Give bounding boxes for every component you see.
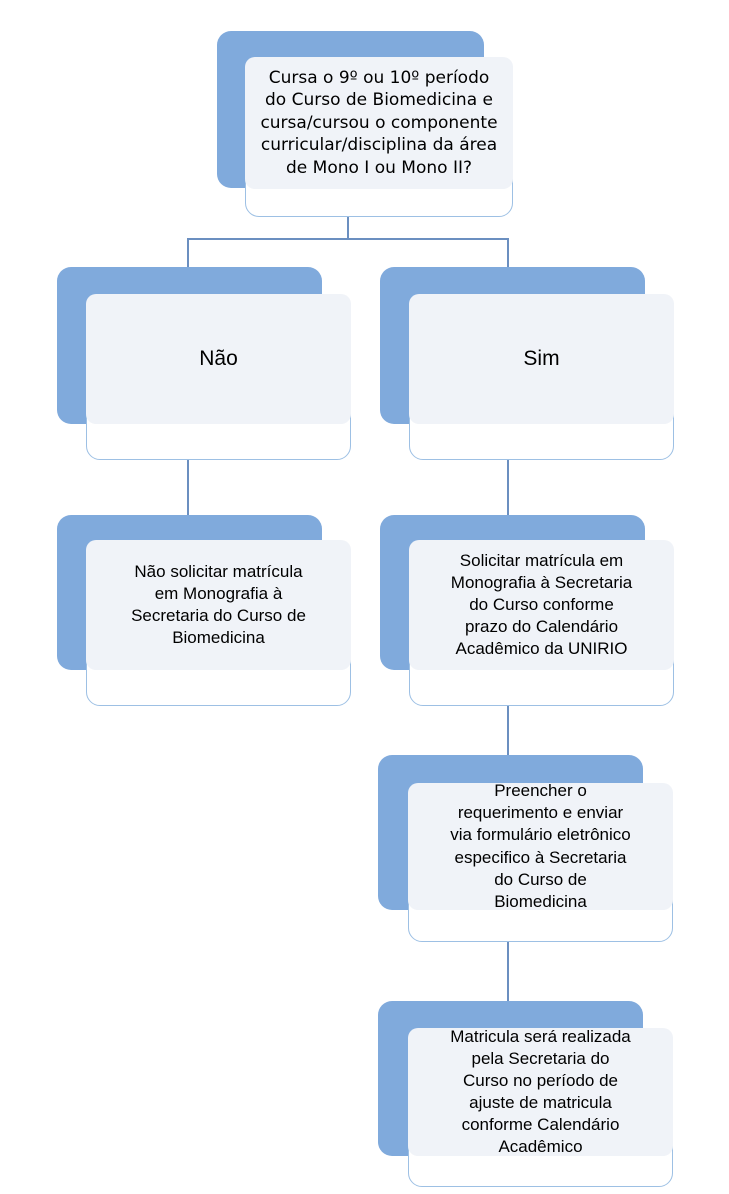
node-branch-sim[interactable]: Sim	[0, 0, 729, 470]
connector-sim-to-request	[507, 432, 509, 517]
connector-split-bar	[187, 238, 509, 240]
node-branch-sim-label: Sim	[523, 347, 560, 371]
node-step-request-fill: Solicitar matrícula em Monografia à Secr…	[409, 540, 674, 670]
node-outcome-nao-fill: Não solicitar matrícula em Monografia à …	[86, 540, 351, 670]
node-step-enrollment-fill: Matricula será realizada pela Secretaria…	[408, 1026, 673, 1157]
connector-form-to-enrollment	[507, 930, 509, 1002]
node-step-form[interactable]: Preencher o requerimento e enviar via fo…	[0, 0, 729, 965]
node-step-request-label: Solicitar matrícula em Monografia à Secr…	[450, 550, 633, 659]
node-step-request[interactable]: Solicitar matrícula em Monografia à Secr…	[0, 0, 729, 720]
node-step-enrollment-label: Matricula será realizada pela Secretaria…	[450, 1026, 631, 1157]
node-question-fill: Cursa o 9º ou 10º período do Curso de Bi…	[245, 57, 513, 189]
node-step-form-fill: Preencher o requerimento e enviar via fo…	[408, 781, 673, 911]
node-step-form-label: Preencher o requerimento e enviar via fo…	[450, 781, 631, 911]
node-branch-nao-label: Não	[199, 347, 238, 371]
node-branch-sim-fill: Sim	[409, 294, 674, 424]
node-branch-nao-fill: Não	[86, 294, 351, 424]
node-outcome-nao-label: Não solicitar matrícula em Monografia à …	[131, 561, 306, 648]
node-branch-nao[interactable]: Não	[0, 0, 729, 470]
node-question[interactable]: Cursa o 9º ou 10º período do Curso de Bi…	[0, 0, 729, 220]
connector-to-nao	[187, 238, 189, 271]
node-question-label: Cursa o 9º ou 10º período do Curso de Bi…	[260, 67, 498, 178]
connector-nao-to-outcome	[187, 432, 189, 517]
connector-request-to-form	[507, 684, 509, 756]
node-outcome-nao[interactable]: Não solicitar matrícula em Monografia à …	[0, 0, 729, 720]
connector-to-sim	[507, 238, 509, 271]
